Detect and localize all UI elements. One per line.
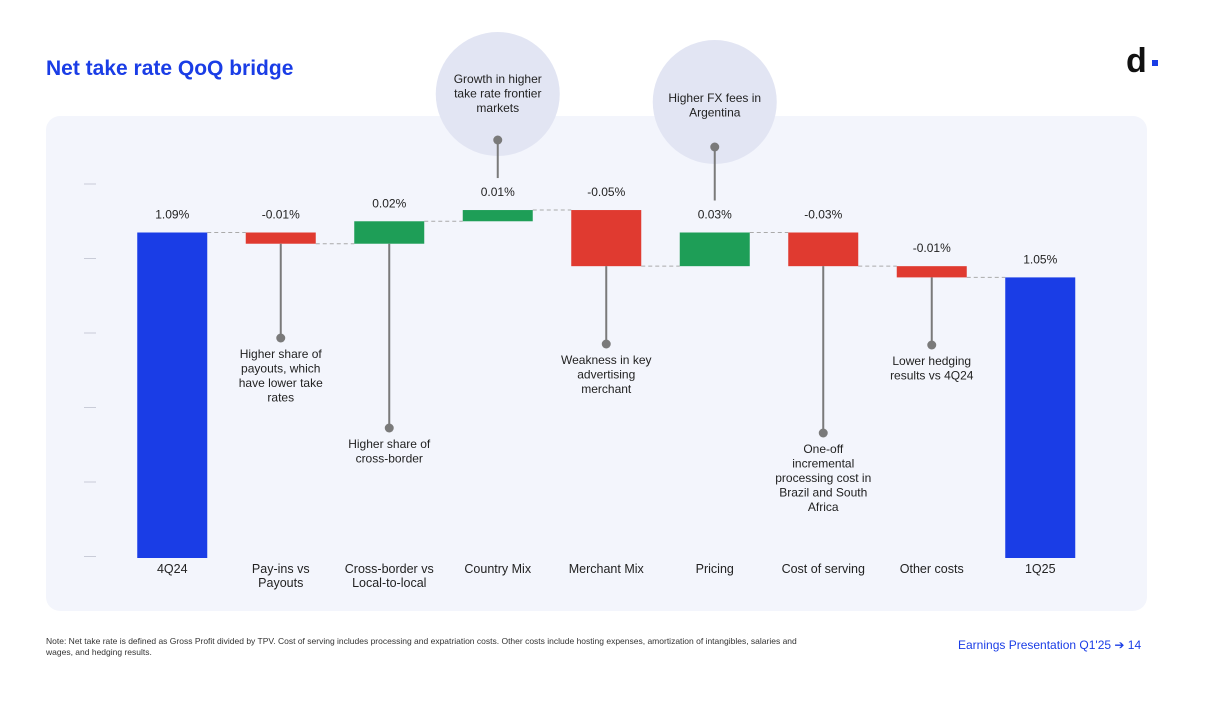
category-label: Merchant Mix <box>569 562 645 576</box>
data-label: 0.02% <box>372 196 406 210</box>
category-label: Local-to-local <box>352 576 426 590</box>
callout-dot <box>710 142 720 152</box>
chart-panel <box>46 116 1147 611</box>
annotation-text: Weakness in key <box>561 353 652 367</box>
annotation-text: take rate frontier <box>454 87 541 101</box>
data-label: -0.01% <box>262 208 300 222</box>
annotation-text: Brazil and South <box>779 486 867 500</box>
footnote: Note: Net take rate is defined as Gross … <box>46 636 797 657</box>
annotation-text: Growth in higher <box>454 72 542 86</box>
bar-2 <box>354 221 425 244</box>
annotation-text: rates <box>267 391 294 405</box>
annotation-text: Lower hedging <box>892 354 971 368</box>
bar-0 <box>137 232 208 558</box>
page-title: Net take rate QoQ bridge <box>46 57 294 80</box>
bar-7 <box>896 266 967 278</box>
page-indicator: Earnings Presentation Q1'25 ➔ 14 <box>958 638 1142 652</box>
data-label: -0.03% <box>804 208 842 222</box>
annotation-text: markets <box>476 101 519 115</box>
category-label: 1Q25 <box>1025 562 1056 576</box>
callout-dot <box>276 333 286 343</box>
callout-dot <box>927 340 937 350</box>
category-label: Cost of serving <box>782 562 865 576</box>
annotation-text: merchant <box>581 382 632 396</box>
bar-1 <box>245 232 316 244</box>
data-label: 1.09% <box>155 208 189 222</box>
logo-dot <box>1151 60 1158 67</box>
annotation-text: One-off <box>803 442 843 456</box>
bar-4 <box>571 210 642 267</box>
bar-8 <box>1005 277 1076 558</box>
logo-letter: d <box>1126 42 1147 80</box>
annotation-text: incremental <box>792 457 854 471</box>
data-label: -0.01% <box>913 241 951 255</box>
category-label: 4Q24 <box>157 562 188 576</box>
data-label: 0.03% <box>698 208 732 222</box>
bar-3 <box>462 210 533 222</box>
category-label: Pay-ins vs <box>252 562 310 576</box>
data-label: 1.05% <box>1023 252 1057 266</box>
annotation-text: processing cost in <box>775 471 871 485</box>
callout-dot <box>601 339 611 349</box>
annotation-text: Argentina <box>689 106 741 120</box>
annotation-text: cross-border <box>356 452 423 466</box>
category-label: Cross-border vs <box>345 562 434 576</box>
annotation-bubble <box>435 32 560 156</box>
bar-6 <box>788 232 859 267</box>
callout-dot <box>493 135 503 145</box>
annotation-text: have lower take <box>239 376 323 390</box>
annotation-text: Higher share of <box>348 437 431 451</box>
bar-5 <box>679 232 750 267</box>
data-label: -0.05% <box>587 185 625 199</box>
category-label: Country Mix <box>464 562 531 576</box>
annotation-text: results vs 4Q24 <box>890 369 974 383</box>
annotation-text: Higher FX fees in <box>668 91 761 105</box>
callout-dot <box>384 423 394 433</box>
callout-dot <box>818 428 828 438</box>
category-label: Pricing <box>696 562 734 576</box>
category-label: Other costs <box>900 562 964 576</box>
data-label: 0.01% <box>481 185 515 199</box>
annotation-text: Africa <box>808 500 839 514</box>
annotation-bubble <box>652 40 777 164</box>
category-label: Payouts <box>258 576 303 590</box>
annotation-text: payouts, which <box>241 362 320 376</box>
annotation-text: Higher share of <box>240 347 323 361</box>
annotation-text: advertising <box>577 368 635 382</box>
brand-logo: d <box>1126 44 1158 78</box>
